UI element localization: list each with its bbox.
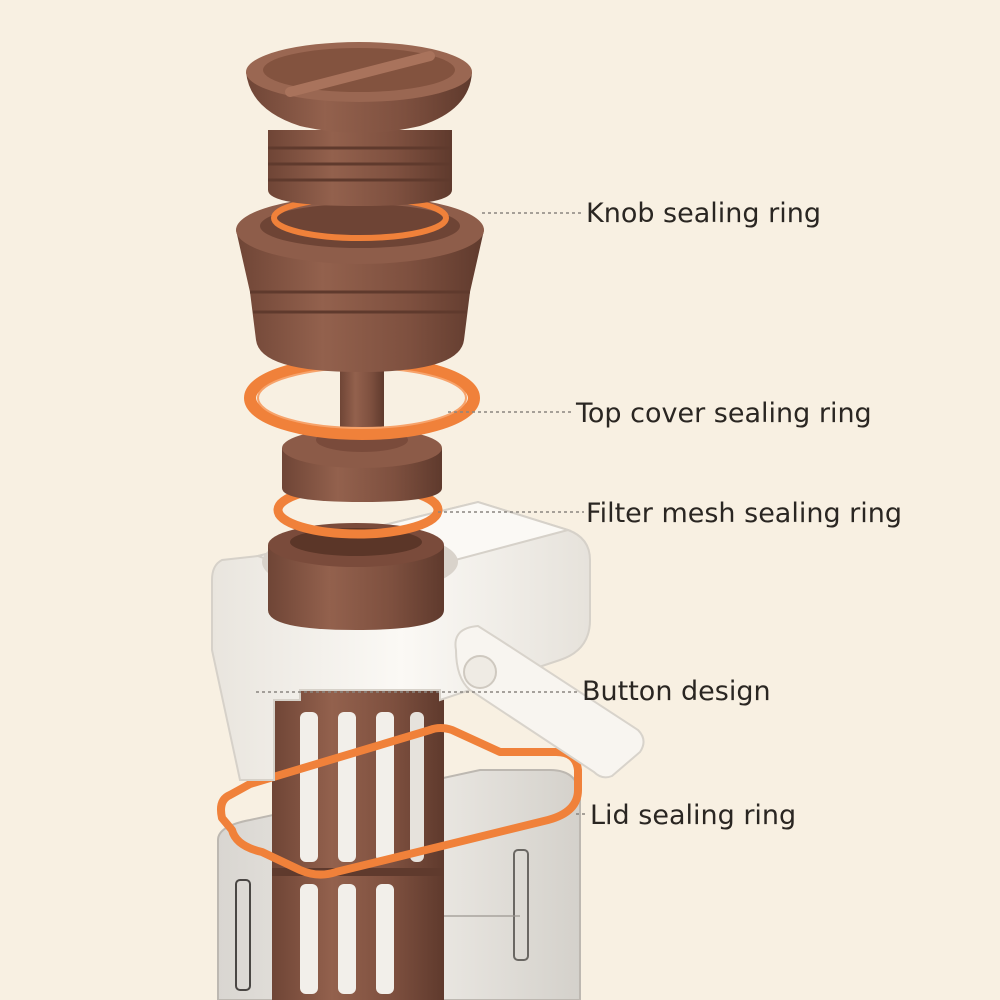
leader-lines <box>256 212 588 815</box>
knob-sealing-ring-label: Knob sealing ring <box>586 198 821 229</box>
filter-mesh-sealing-ring-label: Filter mesh sealing ring <box>586 498 903 529</box>
brown-connector <box>282 370 442 502</box>
lid-sealing-ring <box>217 724 582 879</box>
button-design-label: Button design <box>582 676 771 707</box>
top-cover-sealing-ring-label: Top cover sealing ring <box>576 398 872 429</box>
filter-tube <box>272 690 444 1000</box>
knob <box>246 42 472 206</box>
button-lever <box>454 624 645 779</box>
filter-mesh-cup <box>268 523 444 630</box>
lid-sealing-ring-label: Lid sealing ring <box>590 800 797 831</box>
